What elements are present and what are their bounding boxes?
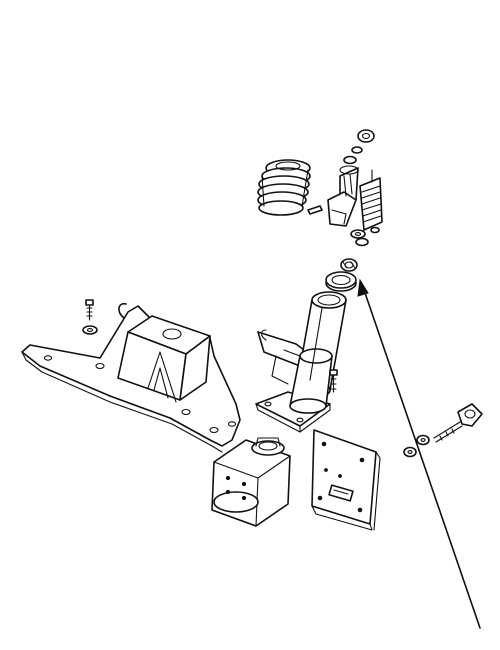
spring [359,169,383,231]
nut-stack [343,129,380,247]
column-bolt [329,369,338,393]
roll-pin [307,205,323,215]
bearing-ring [325,258,358,292]
mounting-plate [311,429,381,531]
callout-arrow [357,278,481,629]
bracket-bolt [85,299,94,321]
column-tube [289,291,347,414]
bracket-washer [82,325,98,335]
connector-block [211,437,291,527]
knob-washer [403,434,430,458]
upper-shaft [327,165,359,227]
knob-screw [433,403,483,443]
bellows-boot [257,159,311,216]
mounting-bracket [21,302,241,453]
